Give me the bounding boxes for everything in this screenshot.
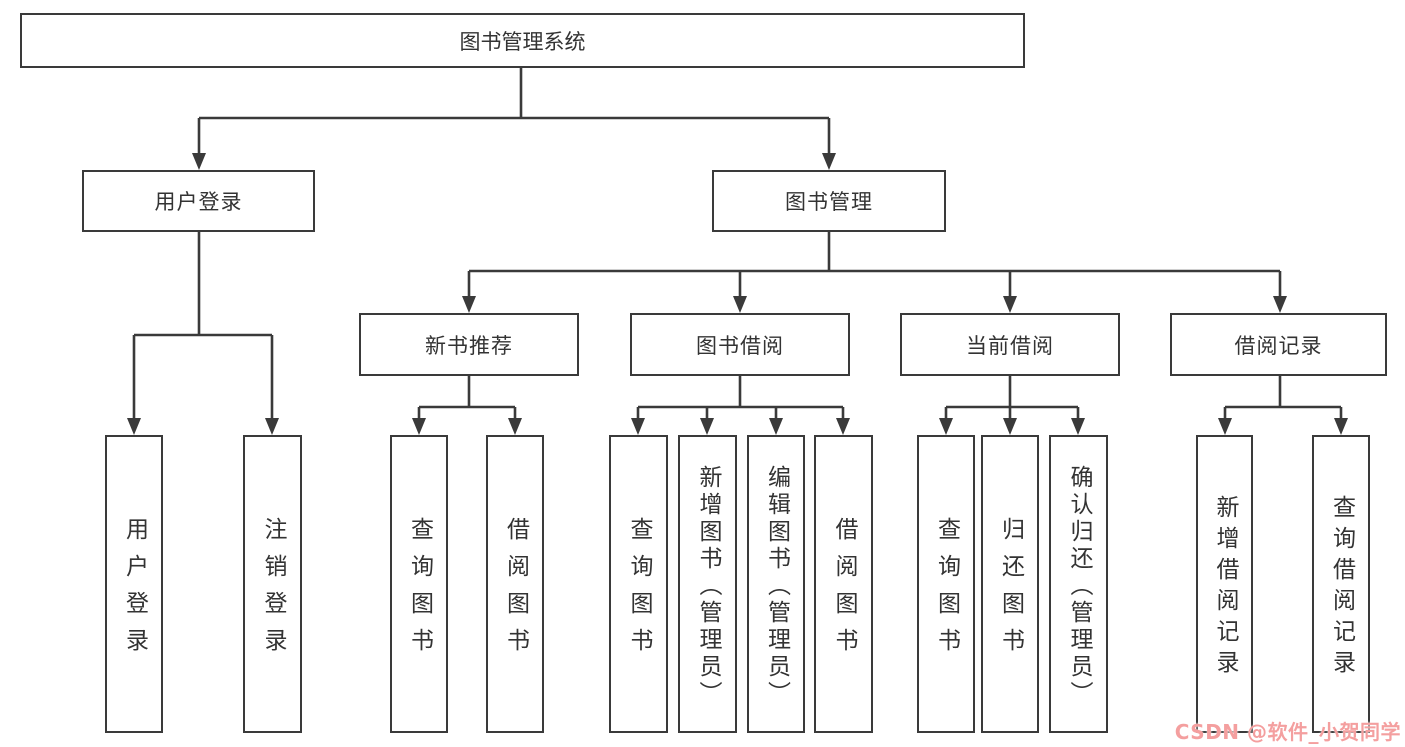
leaf-borrow-book: 借阅图书 xyxy=(814,435,873,733)
leaf-add-book-admin: 新增图书（管理员） xyxy=(678,435,737,733)
leaf-user-login: 用户登录 xyxy=(105,435,163,733)
leaf-add-borrow-record: 新增借阅记录 xyxy=(1196,435,1253,733)
leaf-query-book-recommend: 查询图书 xyxy=(390,435,448,733)
leaf-borrow-book-recommend: 借阅图书 xyxy=(486,435,544,733)
node-new-book-recommend: 新书推荐 xyxy=(359,313,579,376)
leaf-confirm-return-admin: 确认归还（管理员） xyxy=(1049,435,1108,733)
leaf-logout: 注销登录 xyxy=(243,435,302,733)
leaf-return-book: 归还图书 xyxy=(981,435,1039,733)
leaf-query-borrow-record: 查询借阅记录 xyxy=(1312,435,1370,733)
leaf-query-book-borrowing: 查询图书 xyxy=(609,435,668,733)
leaf-query-book-current: 查询图书 xyxy=(917,435,975,733)
node-borrowing-records: 借阅记录 xyxy=(1170,313,1387,376)
node-book-borrowing: 图书借阅 xyxy=(630,313,850,376)
node-book-management: 图书管理 xyxy=(712,170,946,232)
node-current-borrowing: 当前借阅 xyxy=(900,313,1120,376)
leaf-edit-book-admin: 编辑图书（管理员） xyxy=(747,435,805,733)
node-user-login: 用户登录 xyxy=(82,170,315,232)
node-root-system: 图书管理系统 xyxy=(20,13,1025,68)
csdn-watermark: CSDN @软件_小贺同学 xyxy=(1174,720,1401,744)
